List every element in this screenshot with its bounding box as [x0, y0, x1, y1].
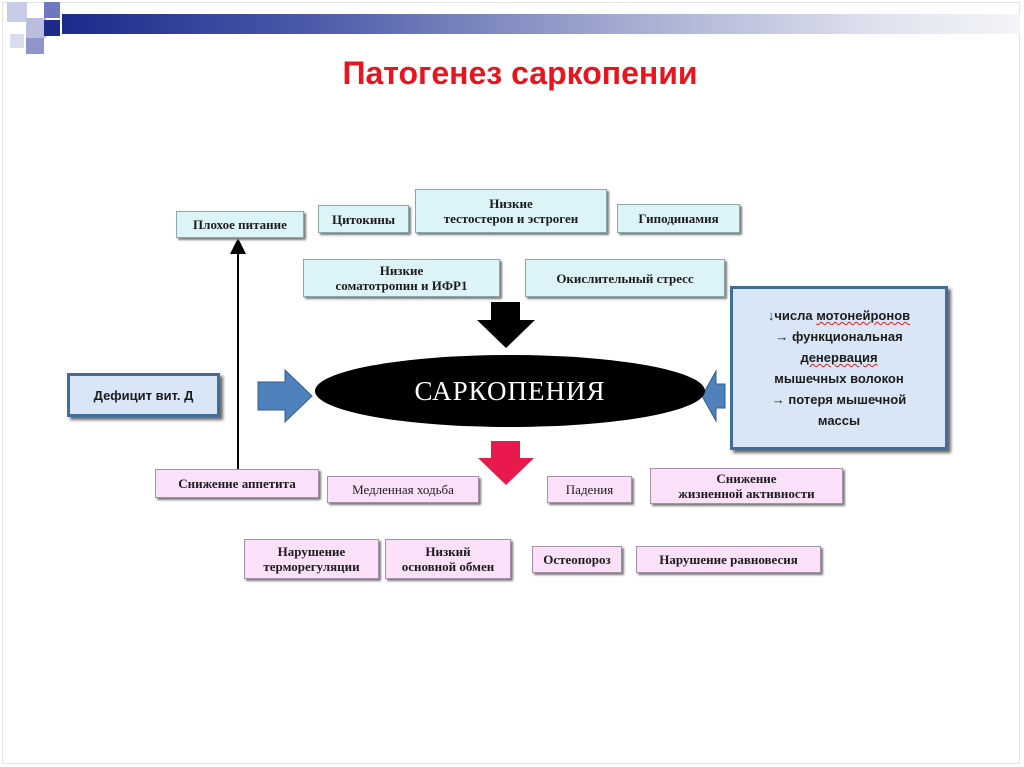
corner-square-decoration	[44, 20, 60, 36]
low-sex-hormones-line-1: Низкие	[489, 196, 533, 211]
neuro-line-5: → потеря мышечной	[771, 392, 907, 407]
neuro-left-arrow-icon	[701, 369, 726, 423]
down-arrow-from-sarcopenia-icon	[478, 441, 534, 485]
slow-walking-box: Медленная ходьба	[327, 476, 479, 503]
balance-disorder-label: Нарушение равновесия	[659, 552, 798, 567]
hypodynamia-box: Гиподинамия	[617, 204, 740, 233]
down-arrow-symbol: ↓	[767, 308, 775, 323]
low-metabolism-box: Низкий основной обмен	[385, 539, 511, 579]
sarcopenia-label: САРКОПЕНИЯ	[414, 375, 606, 406]
low-growth-hormone-line-1: Низкие	[379, 263, 424, 278]
neuro-line-6: массы	[817, 413, 861, 428]
neuro-line-1-term: мотонейронов	[816, 308, 911, 323]
neuro-line-3: денервация	[800, 350, 878, 365]
corner-square-decoration	[26, 38, 44, 54]
appetite-loss-label: Снижение аппетита	[178, 476, 296, 491]
corner-square-decoration	[44, 2, 60, 18]
thermoregulation-line-2: терморегуляции	[263, 559, 360, 574]
vitamin-d-deficiency-label: Дефицит вит. Д	[93, 387, 194, 403]
neuro-line-4: мышечных волокон	[774, 371, 904, 386]
falls-label: Падения	[565, 482, 614, 497]
vitamin-d-deficiency-box: Дефицит вит. Д	[67, 373, 220, 417]
osteoporosis-box: Остеопороз	[532, 546, 622, 573]
neuro-line-1-text: числа	[774, 308, 817, 323]
corner-square-decoration	[10, 34, 24, 48]
corner-square-decoration	[26, 18, 46, 38]
balance-disorder-box: Нарушение равновесия	[636, 546, 821, 573]
slow-walking-label: Медленная ходьба	[352, 482, 454, 497]
header-gradient-bar	[62, 14, 1020, 34]
cytokines-box: Цитокины	[318, 205, 409, 233]
low-metabolism-line-2: основной обмен	[401, 559, 495, 574]
reduced-activity-line-2: жизненной активности	[678, 486, 815, 501]
poor-nutrition-box: Плохое питание	[176, 211, 304, 238]
down-arrow-into-sarcopenia-icon	[477, 302, 535, 348]
low-sex-hormones-box: Низкие тестостерон и эстроген	[415, 189, 607, 233]
low-sex-hormones-line-2: тестостерон и эстроген	[443, 211, 579, 226]
low-growth-hormone-box: Низкие соматотропин и ИФР1	[303, 259, 500, 297]
osteoporosis-label: Остеопороз	[543, 552, 611, 567]
corner-square-decoration	[7, 2, 27, 22]
thermoregulation-box: Нарушение терморегуляции	[244, 539, 379, 579]
neuro-line-1: ↓числа мотонейронов	[768, 305, 910, 326]
low-metabolism-line-1: Низкий	[425, 544, 471, 559]
page-title: Патогенез саркопении	[342, 55, 698, 91]
neuro-line-2: → функциональная	[775, 329, 903, 344]
sarcopenia-ellipse: САРКОПЕНИЯ	[315, 355, 705, 427]
poor-nutrition-label: Плохое питание	[193, 217, 287, 232]
vitamin-d-right-arrow-icon	[257, 368, 313, 424]
oxidative-stress-label: Окислительный стресс	[556, 270, 694, 286]
cytokines-label: Цитокины	[332, 211, 395, 227]
appetite-loss-box: Снижение аппетита	[155, 469, 319, 498]
low-growth-hormone-line-2: соматотропин и ИФР1	[335, 278, 468, 293]
falls-box: Падения	[547, 476, 632, 503]
reduced-activity-box: Снижение жизненной активности	[650, 468, 843, 504]
reduced-activity-line-1: Снижение	[716, 471, 777, 486]
oxidative-stress-box: Окислительный стресс	[525, 259, 725, 297]
hypodynamia-label: Гиподинамия	[638, 211, 719, 226]
thermoregulation-line-1: Нарушение	[277, 544, 346, 559]
motor-neuron-loss-box: ↓числа мотонейронов → функциональная ден…	[730, 286, 948, 450]
